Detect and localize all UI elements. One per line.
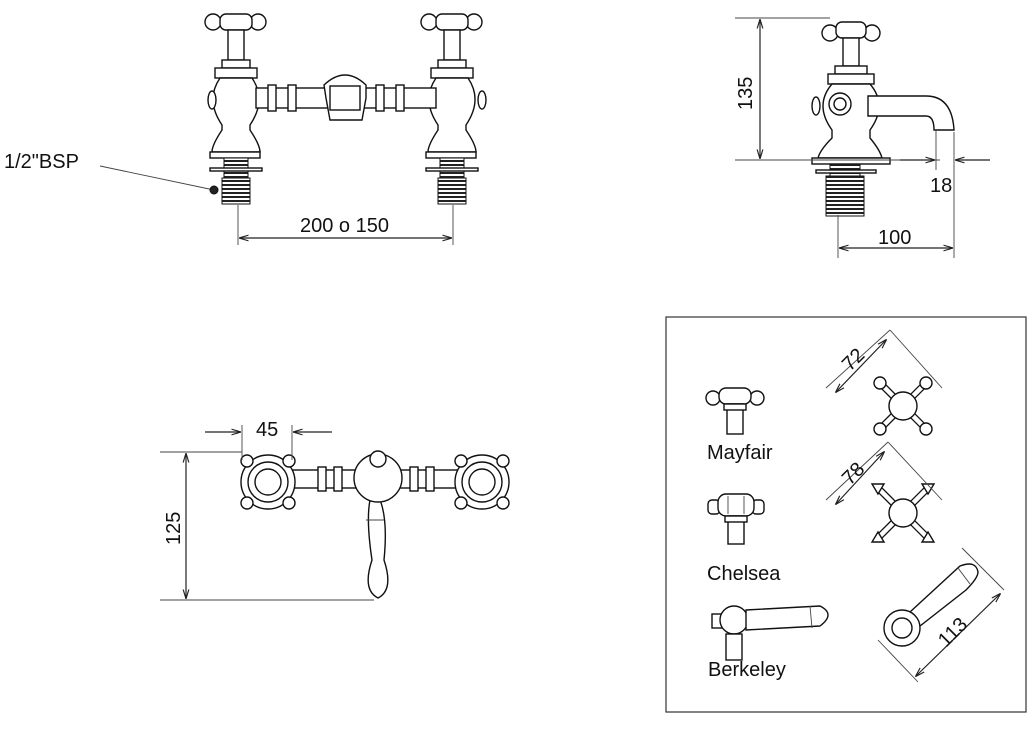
top-view: 45 125	[160, 419, 510, 601]
spout-reach-label: 100	[878, 227, 911, 249]
berkeley-handle-icon	[711, 605, 829, 661]
front-view: 1/2"BSP 200 o 150	[4, 13, 487, 245]
chelsea-handle-icon	[707, 493, 765, 545]
handle-options-panel: Mayfair Chelsea Berkeley	[665, 316, 1027, 713]
left-tap-front	[204, 13, 267, 205]
tap-side	[811, 21, 955, 217]
centres-label: 200 o 150	[300, 215, 389, 237]
right-tap-front	[420, 13, 487, 205]
bridge-front	[255, 74, 437, 121]
side-view: 135 18 100	[735, 17, 990, 258]
mayfair-label: Mayfair	[707, 442, 773, 464]
left-handle-top	[240, 454, 296, 510]
connection-label: 1/2"BSP	[4, 151, 79, 173]
mayfair-handle-icon	[705, 387, 765, 435]
berkeley-label: Berkeley	[708, 659, 786, 681]
handle-width-label: 45	[256, 419, 278, 441]
height-label: 135	[735, 77, 757, 110]
depth-label: 125	[163, 512, 185, 545]
right-handle-top	[454, 454, 510, 510]
chelsea-label: Chelsea	[707, 563, 781, 585]
spout-offset-label: 18	[930, 175, 952, 197]
